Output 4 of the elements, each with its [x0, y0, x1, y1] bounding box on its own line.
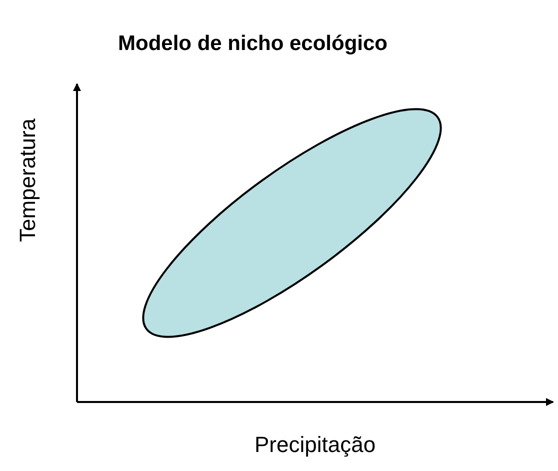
chart-title: Modelo de nicho ecológico [118, 32, 388, 56]
axis-label: Precipitação [254, 432, 376, 458]
niche-ellipse [142, 108, 442, 338]
axis-label: Temperatura [15, 118, 41, 242]
